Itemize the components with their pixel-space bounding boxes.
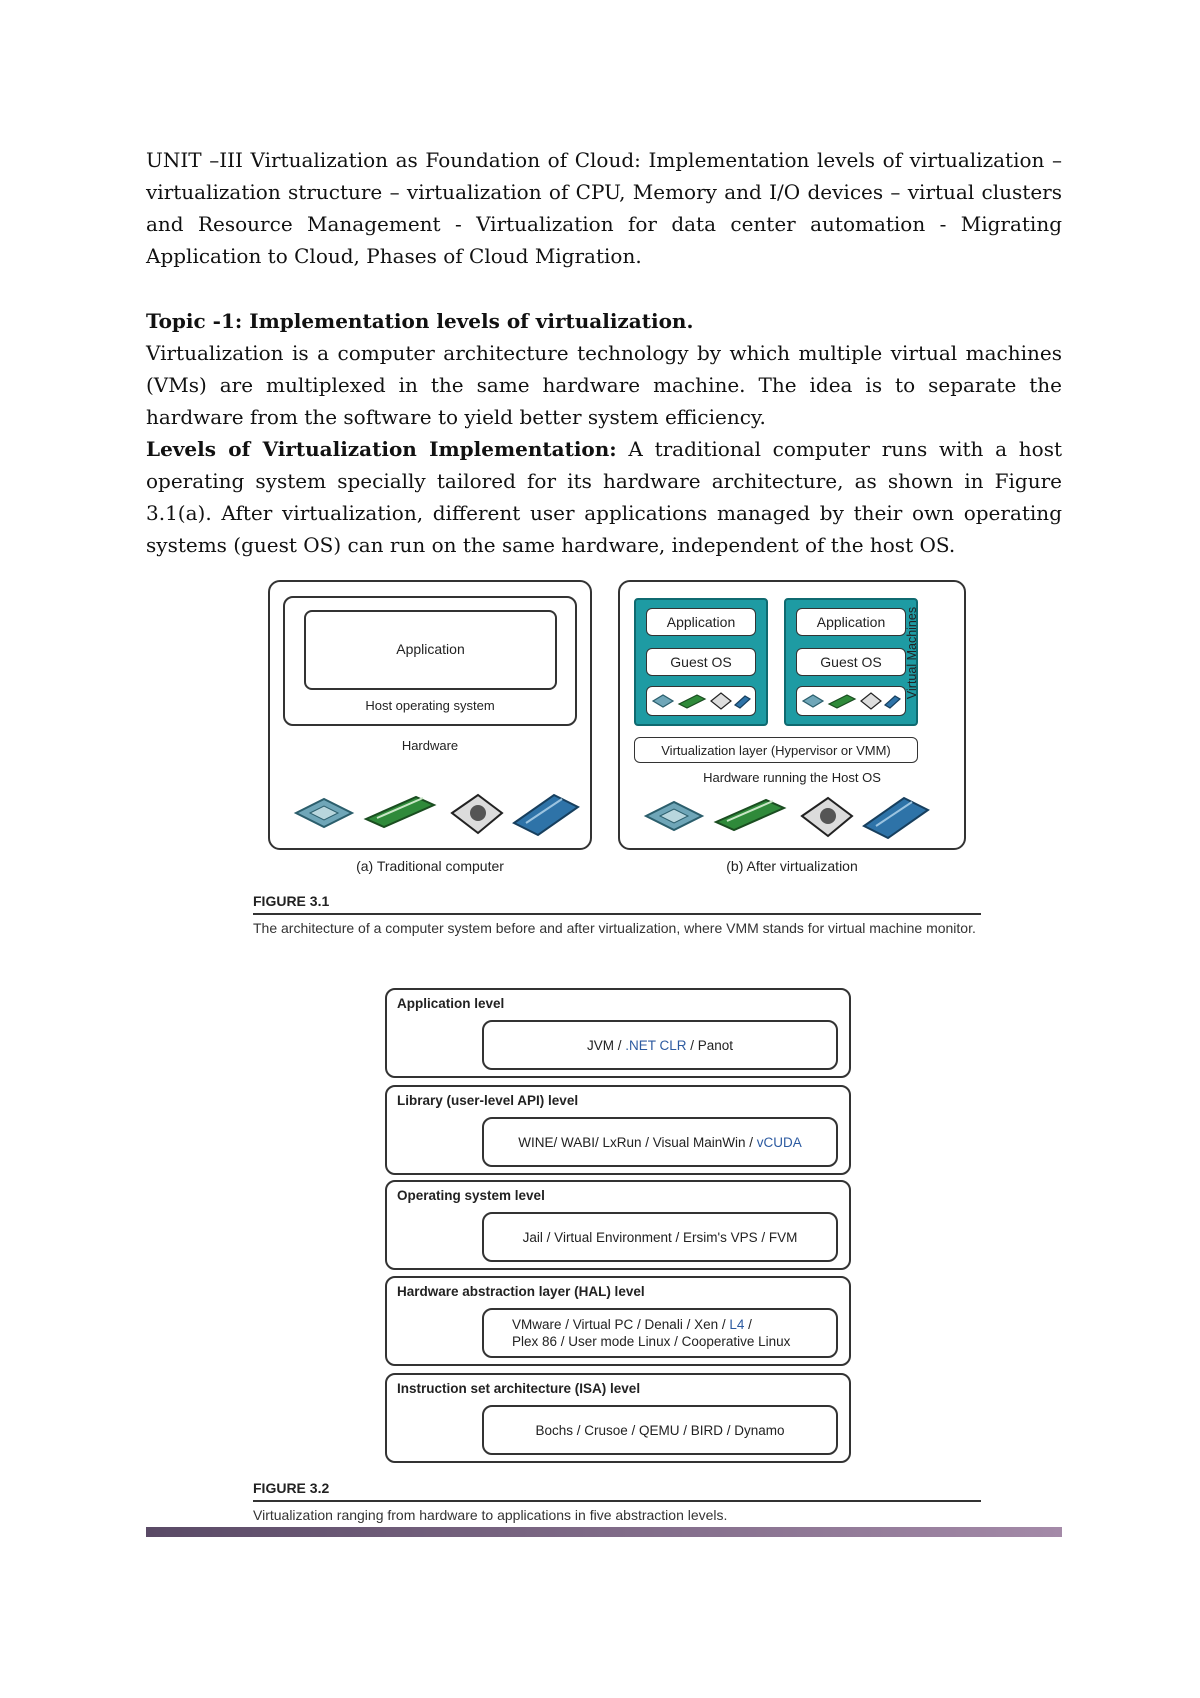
hardware-host-label: Hardware running the Host OS xyxy=(703,770,881,785)
application-label: Application xyxy=(396,641,465,657)
traditional-computer-panel xyxy=(268,580,592,850)
topic-definition: Virtualization is a computer architectur… xyxy=(146,341,1062,429)
level-name: Instruction set architecture (ISA) level xyxy=(397,1381,641,1396)
level-application: Application level JVM / .NET CLR / Panot xyxy=(385,988,851,1078)
unit-text: UNIT –III Virtualization as Foundation o… xyxy=(146,148,1062,268)
footer-bar xyxy=(146,1527,1062,1537)
level-library: Library (user-level API) level WINE/ WAB… xyxy=(385,1085,851,1175)
virtual-machines-label: Virtual Machines xyxy=(905,606,919,700)
hardware-icons-left xyxy=(293,793,580,837)
examples-text: JVM / xyxy=(586,1037,626,1053)
network-card-icon xyxy=(512,793,580,837)
level-name: Hardware abstraction layer (HAL) level xyxy=(397,1284,645,1299)
level-examples: WINE/ WABI/ LxRun / Visual MainWin / vCU… xyxy=(482,1117,838,1167)
application-box xyxy=(304,610,557,690)
vm1-device-icons xyxy=(651,692,751,710)
level-operating-system: Operating system level Jail / Virtual En… xyxy=(385,1180,851,1270)
vm1-devices xyxy=(646,686,756,716)
topic-section: Topic -1: Implementation levels of virtu… xyxy=(146,305,1062,561)
levels-label: Levels of Virtualization Implementation: xyxy=(146,437,617,461)
level-name: Application level xyxy=(397,996,505,1011)
vm2-device-icons xyxy=(801,692,901,710)
level-examples: Bochs / Crusoe / QEMU / BIRD / Dynamo xyxy=(482,1405,838,1455)
hardware-label: Hardware xyxy=(401,738,459,753)
memory-icon xyxy=(363,795,437,829)
intro-section: UNIT –III Virtualization as Foundation o… xyxy=(146,144,1062,272)
level-name: Library (user-level API) level xyxy=(397,1093,579,1108)
level-isa: Instruction set architecture (ISA) level… xyxy=(385,1373,851,1463)
memory-icon xyxy=(713,798,787,832)
cpu-icon xyxy=(293,797,355,829)
host-os-label: Host operating system xyxy=(365,698,495,713)
fig1-left-caption: (a) Traditional computer xyxy=(356,858,504,874)
virtualization-layer: Virtualization layer (Hypervisor or VMM) xyxy=(634,737,918,763)
host-os-box xyxy=(283,596,577,726)
examples-text-line2: Plex 86 / User mode Linux / Cooperative … xyxy=(512,1334,791,1349)
vm2-guest-os: Guest OS xyxy=(796,648,906,676)
fig1-right-caption: (b) After virtualization xyxy=(726,858,858,874)
vm2-application: Application xyxy=(796,608,906,636)
level-hal: Hardware abstraction layer (HAL) level V… xyxy=(385,1276,851,1366)
hardware-icons-right xyxy=(643,796,930,840)
topic-heading: Topic -1: Implementation levels of virtu… xyxy=(146,309,694,333)
vm2-devices xyxy=(796,686,906,716)
vm1-application: Application xyxy=(646,608,756,636)
level-examples: VMware / Virtual PC / Denali / Xen / L4 … xyxy=(482,1308,838,1358)
examples-text-end: / Panot xyxy=(686,1037,734,1053)
fig2-rule xyxy=(253,1500,981,1502)
examples-highlight: .NET CLR xyxy=(625,1037,687,1053)
level-name: Operating system level xyxy=(397,1188,545,1203)
hard-disk-icon xyxy=(800,796,854,838)
hard-disk-icon xyxy=(450,793,504,835)
examples-text: VMware / Virtual PC / Denali / Xen / xyxy=(512,1317,730,1332)
examples-text: Bochs / Crusoe / QEMU / BIRD / Dynamo xyxy=(535,1422,785,1438)
examples-highlight: vCUDA xyxy=(756,1134,802,1150)
level-examples: JVM / .NET CLR / Panot xyxy=(482,1020,838,1070)
vm1-guest-os: Guest OS xyxy=(646,648,756,676)
examples-highlight: L4 xyxy=(729,1317,745,1332)
levels-text: A traditional computer runs with a host … xyxy=(146,437,1062,557)
examples-text: WINE/ WABI/ LxRun / Visual MainWin / xyxy=(518,1134,757,1150)
level-examples: Jail / Virtual Environment / Ersim's VPS… xyxy=(482,1212,838,1262)
fig2-caption: Virtualization ranging from hardware to … xyxy=(253,1507,728,1523)
after-virtualization-panel xyxy=(618,580,966,850)
examples-text: Jail / Virtual Environment / Ersim's VPS… xyxy=(522,1229,798,1245)
fig1-rule xyxy=(253,913,981,915)
fig1-title: FIGURE 3.1 xyxy=(253,893,330,909)
network-card-icon xyxy=(862,796,930,840)
cpu-icon xyxy=(643,800,705,832)
examples-text-end: / xyxy=(744,1317,752,1332)
levels-paragraph: Levels of Virtualization Implementation:… xyxy=(146,433,1062,561)
fig1-caption: The architecture of a computer system be… xyxy=(253,920,976,936)
fig2-title: FIGURE 3.2 xyxy=(253,1480,330,1496)
